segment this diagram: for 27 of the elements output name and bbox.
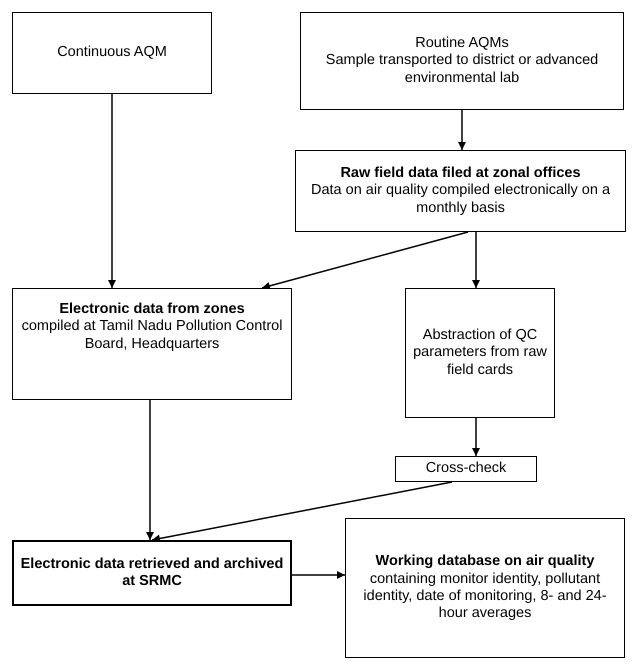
process-box: [12, 540, 292, 606]
process-box: [295, 150, 626, 232]
arrow: [292, 571, 345, 579]
arrow: [472, 418, 480, 456]
arrow: [262, 231, 468, 290]
arrow: [146, 400, 154, 540]
process-box: [345, 518, 625, 658]
arrow: [152, 481, 452, 542]
box-text: Working database on air quality containing monitor identity, pollutant identity, date of monitoring, 8- and 24-hour averages: [362, 553, 608, 623]
process-box: [395, 456, 537, 482]
arrow: [472, 232, 480, 288]
box-text: Electronic data retrieved and archived at SRMC: [20, 556, 284, 590]
box-heading: Raw field data filed at zonal offices: [340, 164, 581, 182]
box-heading: Routine AQMs: [415, 34, 509, 52]
process-box: [405, 288, 555, 418]
box-text: Cross-check: [426, 460, 506, 478]
box-text: Continuous AQM: [57, 44, 167, 62]
arrow: [108, 94, 116, 288]
process-box: [12, 288, 292, 400]
process-box: [300, 12, 624, 110]
box-text: Sample transported to district or advanced environmental lab: [324, 52, 600, 88]
process-box: [12, 12, 212, 94]
box-text: Abstraction of QC parameters from raw field cards: [412, 326, 548, 380]
box-text: Data on air quality compiled electronically on a monthly basis: [310, 182, 612, 218]
arrow: [458, 110, 466, 150]
box-text: compiled at Tamil Nadu Pollution Control Board, Headquarters: [20, 318, 284, 354]
box-heading: Electronic data from zones: [59, 301, 245, 318]
